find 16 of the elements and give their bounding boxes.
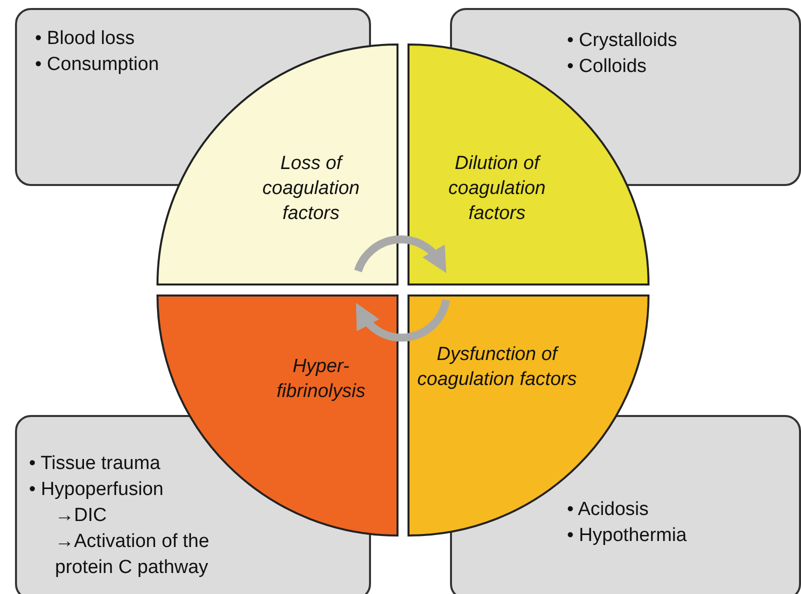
list-item: →Activation of the protein C pathway (55, 530, 210, 580)
quadrant-label: Dilution of coagulation factors (447, 152, 547, 226)
list-item: • Crystalloids (567, 29, 678, 53)
list-item: • Consumption (35, 53, 160, 77)
list-item: • Colloids (567, 55, 648, 79)
quadrant-label: Hyper-fibrinolysis (276, 355, 366, 404)
quadrant-label: Dysfunction of coagulation factors (416, 343, 578, 392)
list-item: • Hypoperfusion (29, 478, 164, 502)
list-item: • Blood loss (35, 27, 136, 51)
list-item: →DIC (55, 504, 108, 528)
cycle-arrow (354, 235, 448, 273)
quadrant-label: Loss of coagulation factors (261, 152, 361, 226)
list-item: • Hypothermia (567, 524, 688, 548)
cycle-arrow (355, 299, 450, 342)
list-item: • Tissue trauma (29, 452, 162, 476)
list-item: • Acidosis (567, 498, 650, 522)
